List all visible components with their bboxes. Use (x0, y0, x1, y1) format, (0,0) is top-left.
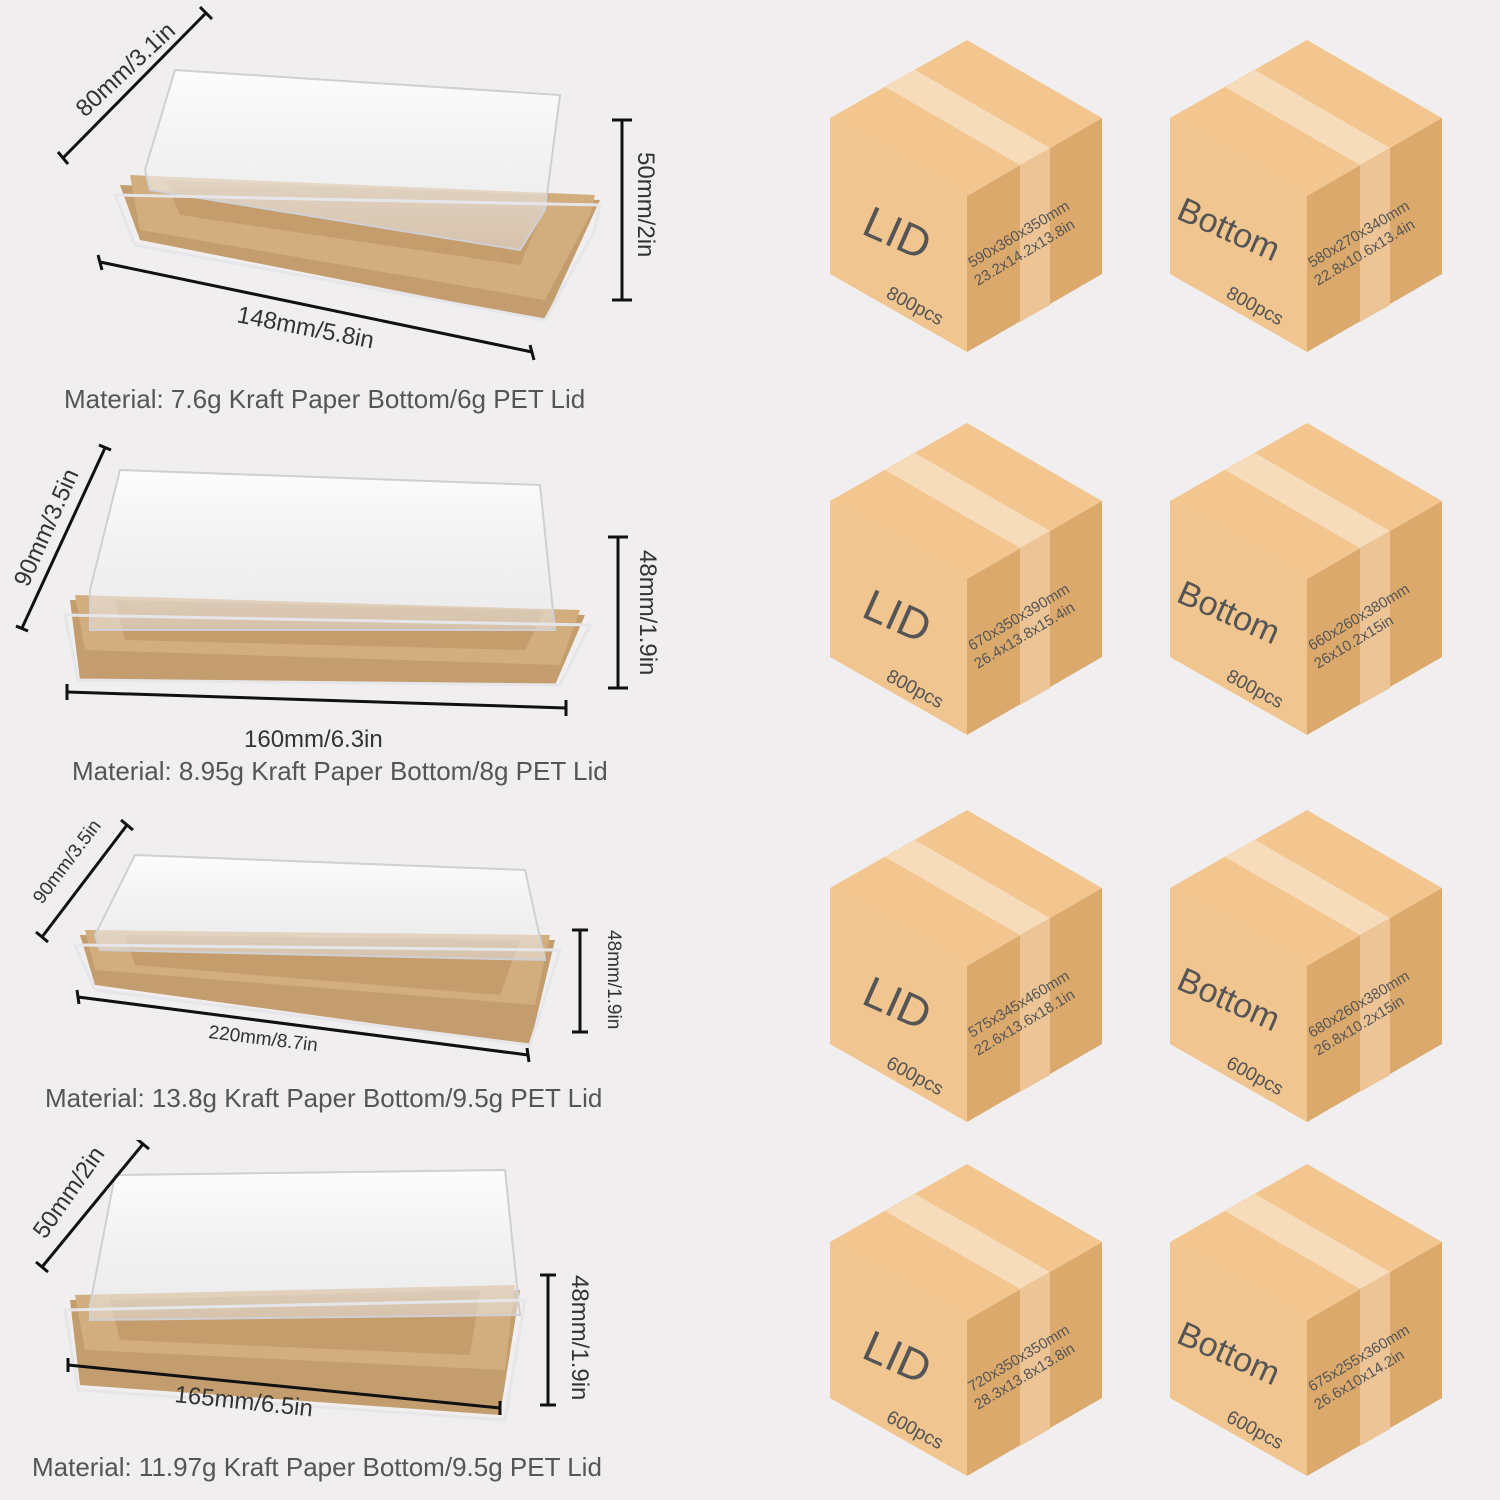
pet-lid (143, 68, 562, 252)
product-row-4: 50mm/2in 48mm/1.9in 165mm/6.5in Material… (0, 1140, 1500, 1500)
product-row-1: 80mm/3.1in 50mm/2in 148mm/5.8in Material… (0, 0, 1500, 430)
product-image-4: 50mm/2in 48mm/1.9in 165mm/6.5in Material… (0, 1140, 760, 1500)
height-label: 48mm/1.9in (566, 1275, 593, 1400)
bottom-shipping-box-3: Bottom 680x260x380mm 26.8x10.2x15in 600p… (1170, 810, 1442, 1127)
material-label: Material: 7.6g Kraft Paper Bottom/6g PET… (64, 384, 586, 414)
lid-shipping-box-3: LID 575x345x460mm 22.6x13.6x18.1in 600pc… (830, 810, 1102, 1127)
width-label: 90mm/3.5in (29, 816, 106, 908)
product-image-2: 90mm/3.5in 48mm/1.9in 160mm/6.3in Materi… (0, 430, 760, 810)
product-image-1: 80mm/3.1in 50mm/2in 148mm/5.8in Material… (0, 0, 760, 430)
bottom-shipping-box-1: Bottom 580x270x340mm 22.8x10.6x13.4in 80… (1170, 40, 1442, 357)
tape-side (1020, 148, 1050, 322)
height-dimension-line (612, 118, 632, 302)
lid-shipping-box-2: LID 670x350x390mm 26.4x13.8x15.4in 800pc… (830, 423, 1102, 740)
lid-shipping-box-1: LID 590x360x350mm 23.2x14.2x13.8in 800pc… (830, 40, 1102, 357)
container-illustration-1: 80mm/3.1in 50mm/2in 148mm/5.8in (56, 5, 659, 361)
length-label: 148mm/5.8in (235, 301, 376, 354)
bottom-shipping-box-2: Bottom 660x260x380mm 26x10.2x15in 800pcs (1170, 423, 1442, 740)
material-label: Material: 8.95g Kraft Paper Bottom/8g PE… (72, 756, 608, 786)
bottom-shipping-box-4: Bottom 675x255x360mm 26.6x10x14.2in 600p… (1170, 1164, 1442, 1481)
lid-shipping-box-4: LID 720x350x350mm 28.3x13.8x13.8in 600pc… (830, 1164, 1102, 1481)
container-illustration-2: 90mm/3.5in 48mm/1.9in 160mm/6.3in (9, 443, 661, 753)
length-label: 160mm/6.3in (244, 726, 383, 753)
material-label: Material: 11.97g Kraft Paper Bottom/9.5g… (32, 1452, 602, 1482)
product-row-2: 90mm/3.5in 48mm/1.9in 160mm/6.3in Materi… (0, 423, 1500, 810)
tape-top (885, 70, 1050, 165)
length-dimension-line (96, 254, 536, 361)
container-illustration-4: 50mm/2in 48mm/1.9in 165mm/6.5in (28, 1140, 593, 1422)
width-dimension-line (56, 5, 214, 165)
height-label: 48mm/1.9in (603, 930, 624, 1029)
height-label: 50mm/2in (632, 152, 659, 257)
container-illustration-3: 90mm/3.5in 48mm/1.9in 220mm/8.7in (29, 816, 624, 1063)
width-label: 50mm/2in (28, 1142, 111, 1244)
material-label: Material: 13.8g Kraft Paper Bottom/9.5g … (45, 1083, 603, 1113)
product-image-3: 90mm/3.5in 48mm/1.9in 220mm/8.7in Materi… (0, 810, 760, 1140)
product-row-3: 90mm/3.5in 48mm/1.9in 220mm/8.7in Materi… (0, 810, 1500, 1140)
height-label: 48mm/1.9in (634, 550, 661, 675)
